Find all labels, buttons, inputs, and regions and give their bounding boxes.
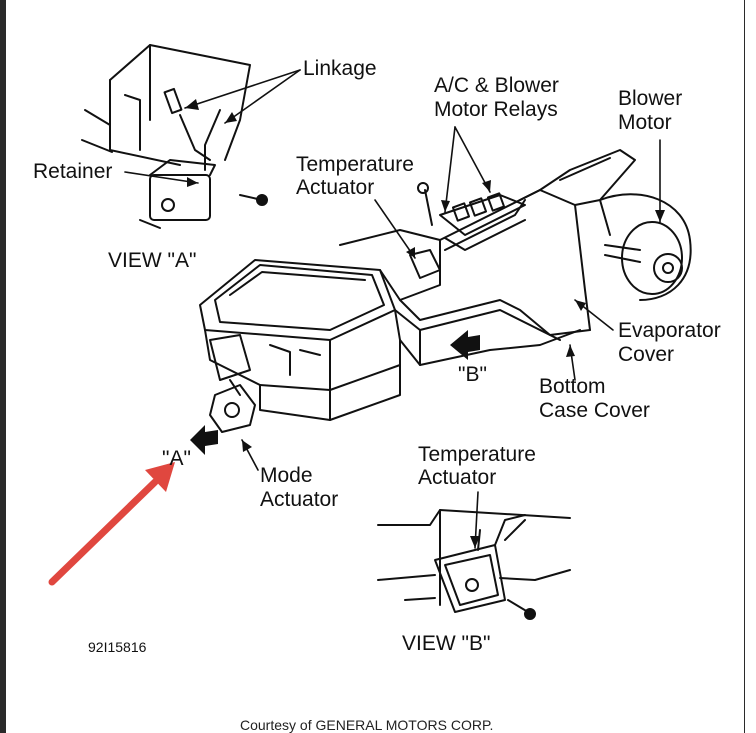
view-a-inset	[81, 44, 268, 229]
leader-lines	[124, 69, 661, 549]
mode-actuator-label-line1: Mode	[260, 464, 313, 487]
view-a-label: VIEW "A"	[108, 249, 197, 272]
main-case	[199, 149, 692, 433]
temperature-actuator-bottom-label-line1: Temperature	[418, 443, 536, 466]
right-border	[744, 0, 745, 733]
arrow-b	[450, 330, 480, 360]
leader-arrowheads	[185, 99, 665, 548]
arrow-a	[190, 425, 218, 455]
courtesy-credit: Courtesy of GENERAL MOTORS CORP.	[240, 717, 494, 733]
red-highlight-arrow	[48, 462, 175, 586]
linkage-label: Linkage	[303, 57, 377, 80]
view-direction-arrows	[190, 330, 480, 455]
temperature-actuator-top-label-line1: Temperature	[296, 153, 414, 176]
mode-actuator-label-line2: Actuator	[260, 488, 339, 511]
marker-a-label: "A"	[162, 447, 191, 470]
blower-motor-label-line1: Blower	[618, 87, 683, 110]
evaporator-cover-label-line1: Evaporator	[618, 319, 721, 342]
view-b-label: VIEW "B"	[402, 632, 491, 655]
bottom-case-cover-label-line1: Bottom	[539, 375, 606, 398]
marker-b-label: "B"	[458, 363, 487, 386]
relays-label-line1: A/C & Blower	[434, 74, 559, 97]
temperature-actuator-top-label-line2: Actuator	[296, 176, 375, 199]
left-border	[0, 0, 6, 733]
retainer-label: Retainer	[33, 160, 113, 183]
relays-label-line2: Motor Relays	[434, 98, 558, 121]
blower-motor-label-line2: Motor	[618, 111, 672, 134]
view-b-inset	[377, 509, 571, 620]
evaporator-cover-label-line2: Cover	[618, 343, 675, 366]
bottom-case-cover-label-line2: Case Cover	[539, 399, 650, 422]
figure-id: 92I15816	[88, 639, 147, 655]
temperature-actuator-bottom-label-line2: Actuator	[418, 466, 497, 489]
